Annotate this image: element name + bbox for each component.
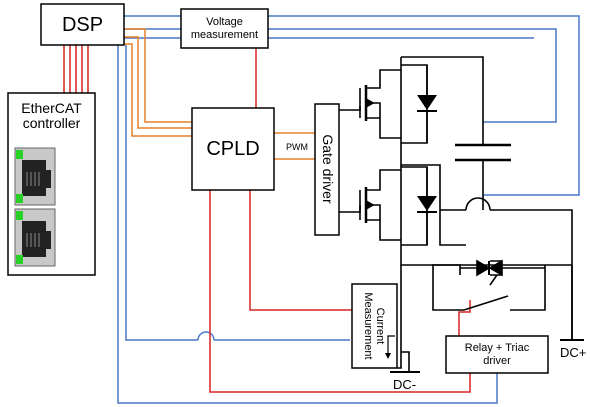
current-measurement-label: Current Measurement [358, 286, 390, 366]
voltage-measurement-line2: measurement [190, 28, 259, 41]
gate-line-top [339, 106, 361, 111]
red-wire-cpld-relay [209, 190, 471, 393]
mosfet-top-icon [359, 69, 401, 139]
diode-bottom-icon [400, 165, 437, 246]
red-wire-cpld-current [249, 190, 352, 311]
orange-bus-wires [124, 28, 315, 160]
relay-switch-icon [451, 265, 546, 311]
voltage-measurement-line1: Voltage [206, 16, 243, 29]
relay-triac-driver-label: Relay + Triac driver [446, 337, 548, 372]
ethercat-controller-line1: EtherCAT [21, 99, 82, 116]
ethercat-controller-line2: controller [22, 115, 81, 131]
dc-minus-lead [397, 325, 410, 372]
rj45-jack-bottom [14, 208, 56, 267]
blue-wire-dsp-cap [124, 28, 557, 123]
mosfet-bottom-icon [359, 169, 401, 241]
cpld-block [191, 107, 275, 191]
dc-rail-top [401, 56, 484, 145]
wire-hop-icon [465, 197, 491, 211]
ethercat-controller-label: EtherCAT controller [8, 95, 95, 137]
diode-top-icon [400, 64, 437, 144]
led-green-icon [16, 150, 23, 159]
rj45-jacks [14, 147, 56, 267]
blue-signal-wires [117, 15, 580, 404]
dc-minus-label: DC- [393, 377, 417, 392]
rj45-jack-top [14, 147, 56, 206]
blue-wire-dsp-current-a [125, 45, 198, 341]
voltage-measurement-label: Voltage measurement [181, 9, 268, 48]
red-wires [63, 45, 471, 393]
blue-wire-hop [197, 331, 215, 341]
phase-node [400, 143, 441, 240]
current-measurement-line1: Current [374, 307, 387, 345]
relay-triac-driver-line2: driver [483, 354, 511, 367]
pwm-label: PWM [286, 142, 308, 153]
blue-wire-dsp-relay [117, 45, 498, 404]
orange-wire-3 [124, 43, 192, 137]
led-green-icon [16, 255, 23, 264]
gate-driver-block [314, 103, 340, 236]
dsp-label: DSP [61, 13, 104, 36]
led-green-icon [16, 194, 23, 203]
dsp-block [40, 3, 125, 46]
current-arrow-icon [385, 335, 395, 359]
dc-rail-bottom [400, 245, 572, 266]
power-circuit [339, 56, 584, 373]
block-outlines [7, 3, 549, 374]
relay-triac-driver-line1: Relay + Triac [464, 342, 530, 355]
cpld-label: CPLD [206, 138, 260, 160]
orange-wire-2 [124, 36, 192, 129]
gate-driver-label: Gate driver [319, 134, 336, 204]
orange-wire-1 [124, 28, 192, 123]
current-measurement-line2: Measurement [362, 292, 374, 360]
red-wire-relay-switch [458, 300, 471, 336]
dc-plus-label: DC+ [560, 345, 587, 360]
red-wire-ethercat-bus [63, 45, 89, 93]
voltage-measurement-block [180, 8, 269, 49]
relay-triac-driver-block [445, 335, 549, 374]
triac-icon [460, 259, 518, 286]
capacitor-icon [455, 143, 511, 162]
gate-line-bottom [339, 205, 361, 213]
relay-bypass-left [432, 265, 451, 311]
led-green-icon [16, 211, 23, 220]
blue-wire-dsp-top [124, 15, 580, 196]
